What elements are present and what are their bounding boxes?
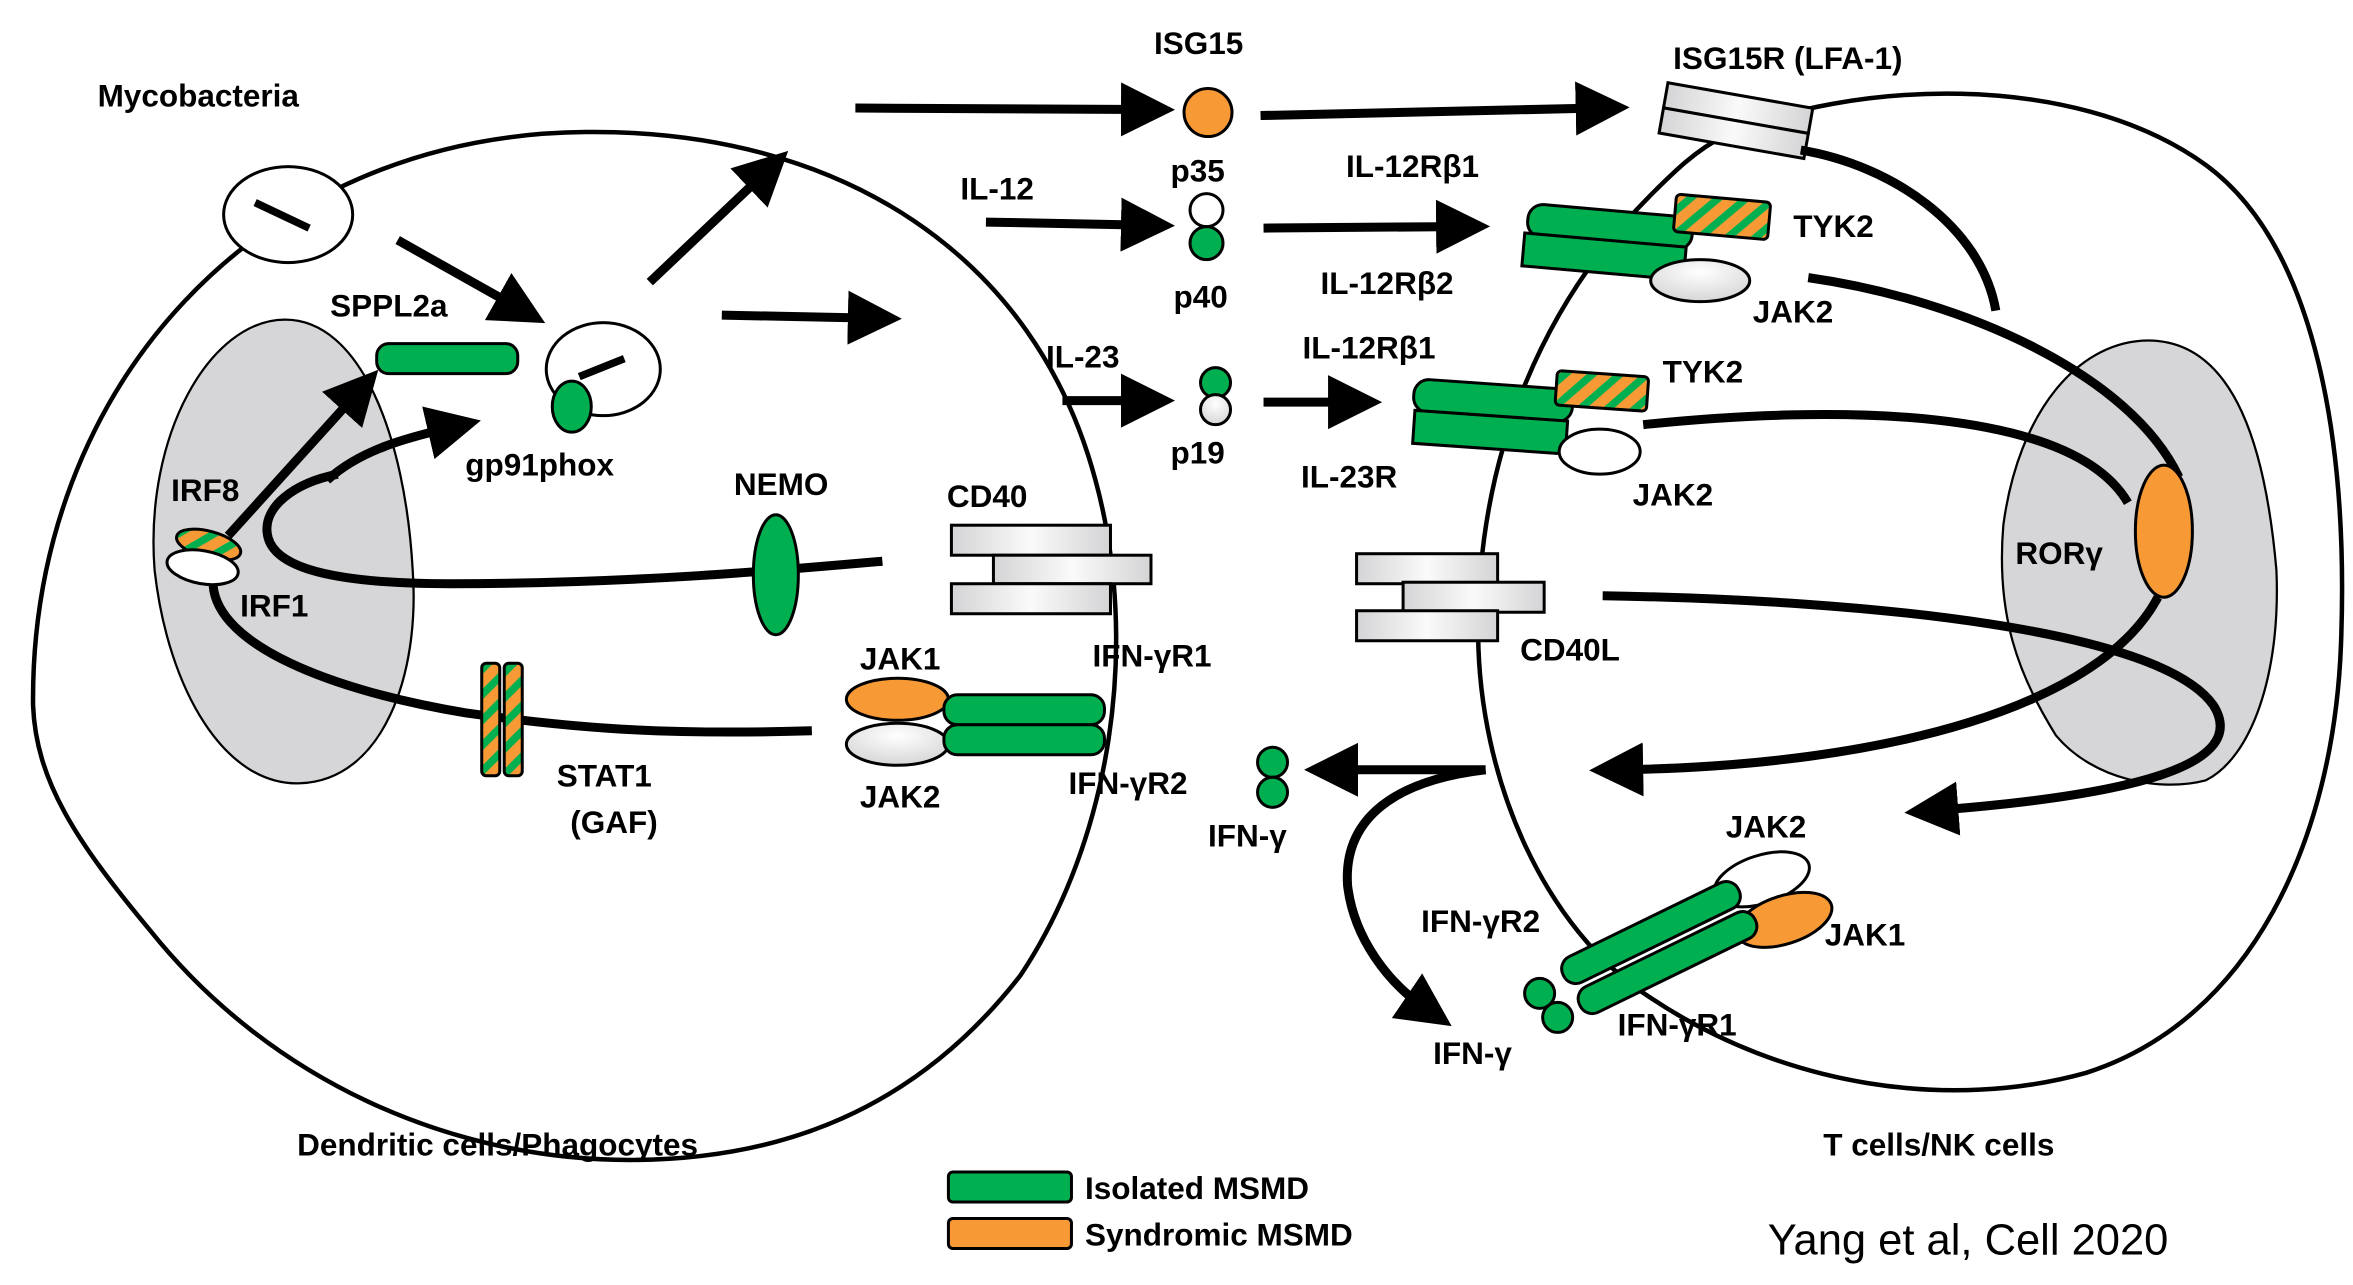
jak1-left-protein xyxy=(844,676,950,722)
ifng-mid-subunit-1 xyxy=(1256,745,1290,779)
isg15r-label: ISG15R (LFA-1) xyxy=(1673,40,1902,76)
legend-swatch-syndromic xyxy=(946,1216,1073,1250)
cd40-receptor xyxy=(949,523,1153,616)
p35-subunit xyxy=(1188,192,1225,229)
rorg-label: RORγ xyxy=(2015,535,2103,571)
tyk2-mid-protein xyxy=(1553,369,1650,413)
isg15r-receptor xyxy=(1657,80,1815,161)
p40-label: p40 xyxy=(1173,279,1227,315)
stat1-label: STAT1 xyxy=(557,757,652,793)
ifng-mid-subunit-2 xyxy=(1256,775,1290,809)
left-cell-membrane xyxy=(30,129,1119,1163)
right-cell-title: T cells/NK cells xyxy=(1823,1126,2054,1162)
p35-label: p35 xyxy=(1170,153,1224,189)
mycobacteria-label: Mycobacteria xyxy=(98,78,300,114)
gp91phox-label: gp91phox xyxy=(465,447,614,483)
phagocytosis-arrow xyxy=(395,236,546,324)
sppl2a-protein xyxy=(375,342,520,376)
jak2-left-protein xyxy=(844,721,950,767)
arrow-ifng-production xyxy=(1589,595,2162,797)
il12-label: IL-12 xyxy=(960,171,1034,207)
jak1-right-label: JAK1 xyxy=(1825,916,1906,952)
il12r-top-complex xyxy=(1520,192,1772,304)
ifngr2-right-label: IFN-γR2 xyxy=(1421,903,1540,939)
cd40l-label: CD40L xyxy=(1520,631,1620,667)
irf8-to-gp91phox-arrow xyxy=(324,406,481,484)
irf8-to-sppl2a-arrow xyxy=(224,369,379,539)
il23-label: IL-23 xyxy=(1046,339,1120,375)
il12rb1-top-label: IL-12Rβ1 xyxy=(1346,148,1479,184)
cd40l-signal-arrow xyxy=(1602,591,2225,836)
irf8-label: IRF8 xyxy=(171,472,239,508)
arrow-to-isg15 xyxy=(646,150,789,286)
left-cell-title: Dendritic cells/Phagocytes xyxy=(297,1126,698,1162)
tyk2-top-label: TYK2 xyxy=(1793,208,1874,244)
nemo-protein xyxy=(751,513,800,637)
cd40-label: CD40 xyxy=(947,478,1028,514)
irf1-protein xyxy=(165,548,240,587)
stat1-dimer xyxy=(480,661,524,778)
mycobacterium-outside xyxy=(222,165,355,265)
p19-subunit xyxy=(1199,393,1233,427)
jak2-mid-label: JAK2 xyxy=(1633,477,1714,513)
legend-label-isolated: Isolated MSMD xyxy=(1085,1170,1309,1206)
il12rb1-mid-label: IL-12Rβ1 xyxy=(1303,330,1436,366)
jak2-top-label: JAK2 xyxy=(1753,294,1834,330)
ifngr2-left-protein xyxy=(942,723,1106,757)
ifngr1-right-label: IFN-γR1 xyxy=(1618,1006,1737,1042)
arrow-isg15-secretion xyxy=(855,82,1175,137)
arrow-isg15-to-receptor xyxy=(1260,81,1630,136)
jak2-right-label: JAK2 xyxy=(1726,808,1807,844)
arrow-to-il12 xyxy=(721,290,902,345)
arrow-il12-secretion xyxy=(985,197,1175,252)
legend-swatch-isolated xyxy=(946,1170,1073,1204)
ifngr2-right-protein xyxy=(1576,910,1759,1016)
nemo-label: NEMO xyxy=(734,466,829,502)
left-cell xyxy=(30,129,1119,1163)
ifngr1-right-protein xyxy=(1560,880,1742,986)
tyk2-mid-label: TYK2 xyxy=(1663,354,1744,390)
legend-item-syndromic: Syndromic MSMD xyxy=(946,1216,1353,1252)
legend-item-isolated: Isolated MSMD xyxy=(946,1170,1309,1206)
il12r-signal-pathway xyxy=(1807,273,2183,480)
citation: Yang et al, Cell 2020 xyxy=(1768,1216,2169,1264)
legend: Isolated MSMD Syndromic MSMD xyxy=(946,1170,1353,1252)
ifngr2-left-label: IFN-γR2 xyxy=(1068,765,1187,801)
cd40-nemo-pathway xyxy=(262,469,883,589)
ifng-bottom-subunit-1 xyxy=(1523,976,1557,1010)
il23r-complex xyxy=(1411,369,1650,476)
irf1-label: IRF1 xyxy=(240,588,308,624)
arrow-ifng-autocrine xyxy=(1342,765,1487,1027)
cd40l-receptor xyxy=(1355,552,1546,643)
il23r-signal-pathway xyxy=(1642,410,2132,505)
jak1-left-label: JAK1 xyxy=(860,640,941,676)
p40-subunit xyxy=(1188,225,1225,262)
p19-label: p19 xyxy=(1170,435,1224,471)
ifng-bottom-subunit-2 xyxy=(1541,1000,1575,1034)
ifng-bottom-label: IFN-γ xyxy=(1433,1035,1512,1071)
rorg-protein xyxy=(2133,463,2194,599)
il23r-label: IL-23R xyxy=(1301,459,1398,495)
gp91phox-protein xyxy=(550,379,593,434)
ifngr1-left-label: IFN-γR1 xyxy=(1092,637,1211,673)
jak2-top-protein xyxy=(1649,258,1752,304)
ifngr-stat1-pathway xyxy=(208,584,812,737)
il12rb2-label: IL-12Rβ2 xyxy=(1321,265,1454,301)
ifngr1-left-protein xyxy=(942,693,1106,727)
isg15r-signal-pathway xyxy=(1800,145,2001,312)
gaf-label: (GAF) xyxy=(570,804,657,840)
isg15-label: ISG15 xyxy=(1154,25,1243,61)
tyk2-top-protein xyxy=(1672,192,1772,241)
isg15-protein xyxy=(1182,87,1234,139)
sppl2a-label: SPPL2a xyxy=(330,288,448,324)
jak2-left-label: JAK2 xyxy=(860,778,941,814)
legend-label-syndromic: Syndromic MSMD xyxy=(1085,1216,1353,1252)
jak2-mid-protein xyxy=(1557,427,1642,476)
ifng-mid-label: IFN-γ xyxy=(1208,817,1287,853)
arrow-il12-to-receptor xyxy=(1263,199,1491,254)
